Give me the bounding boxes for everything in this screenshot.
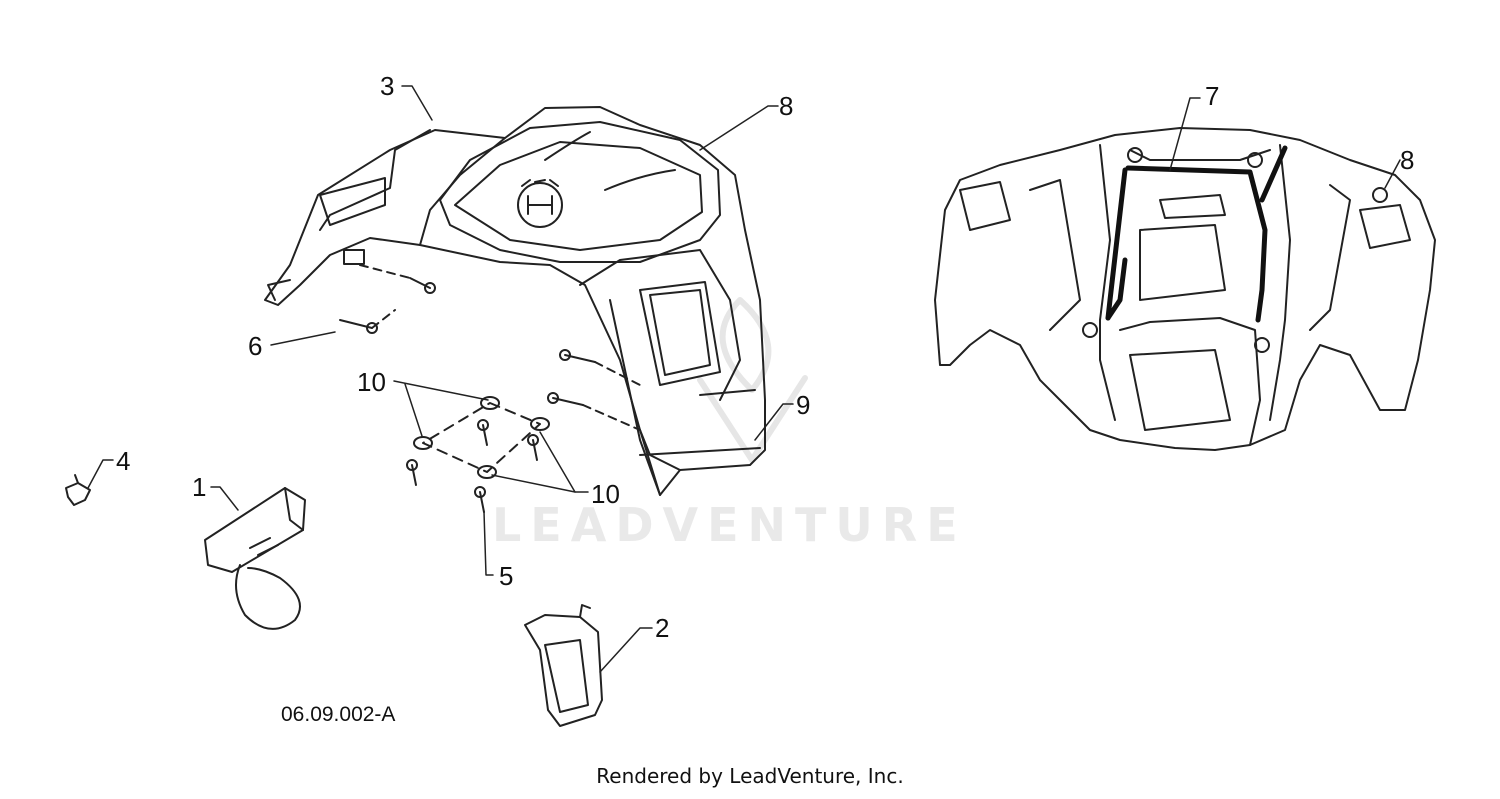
rendered-by-footer: Rendered by LeadVenture, Inc. [596,764,904,788]
fastener-set-parts-5-10 [406,396,550,513]
callout-8-front: 8 [779,91,794,121]
callout-4: 4 [116,446,131,476]
lens-panel-part-2 [524,604,603,727]
callout-1: 1 [192,472,207,502]
leader-lines [87,85,1401,673]
husqvarna-logo [517,179,563,228]
callout-7: 7 [1205,81,1220,111]
wire-harness-part-7 [1105,145,1288,323]
callout-2: 2 [655,613,670,643]
bolt-part-6 [339,264,436,334]
hood-side-bolts [547,349,641,431]
callout-9: 9 [796,390,811,420]
callout-5: 5 [499,561,514,591]
callout-6: 6 [248,331,263,361]
light-module-part-1 [204,487,306,630]
hood-front-view [264,106,766,496]
callout-10-left: 10 [357,367,386,397]
callout-10-right: 10 [591,479,620,509]
clip-part-4 [65,474,91,506]
watermark: LEADVENTURE [492,498,967,552]
hood-underside-view [934,127,1436,451]
watermark-emblem [697,297,808,463]
drawing-number: 06.09.002-A [281,703,396,726]
callout-3: 3 [380,71,395,101]
callout-8-underside: 8 [1400,145,1415,175]
